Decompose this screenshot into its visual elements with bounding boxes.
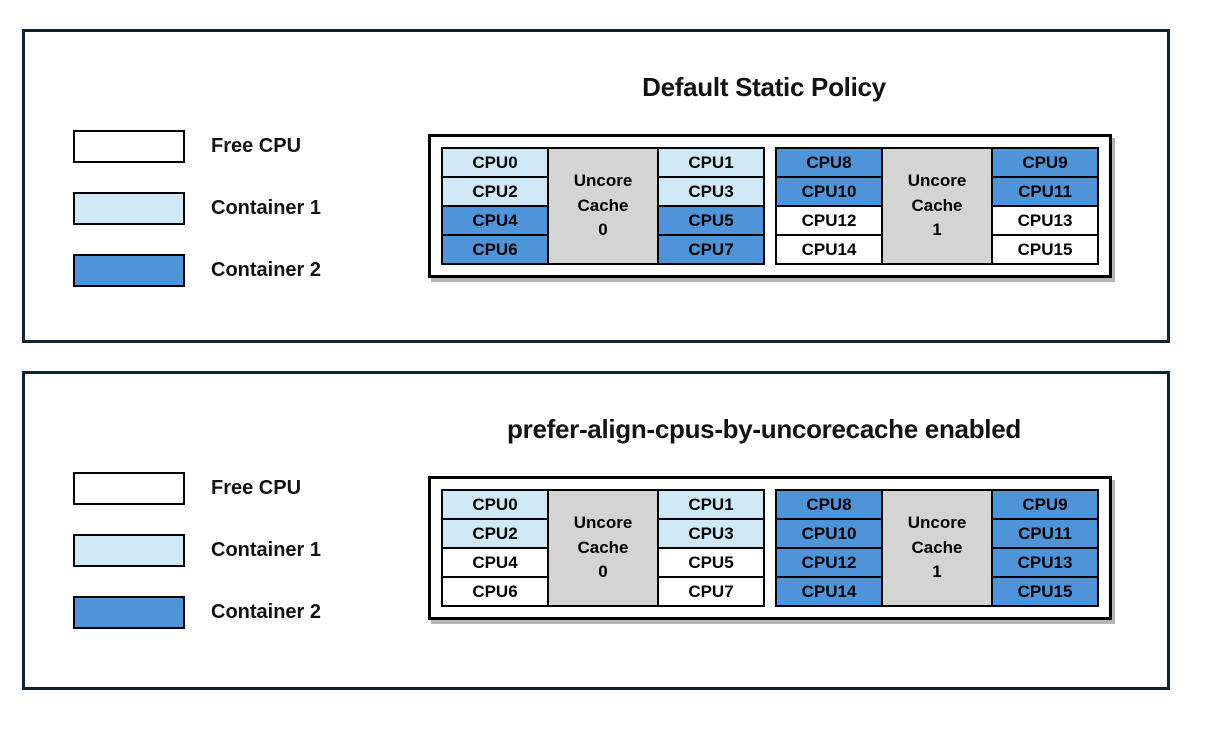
legend-item: Container 2 [73, 596, 321, 629]
cpu-cell-cpu15: CPU15 [993, 236, 1097, 263]
panel-title: Default Static Policy [642, 72, 886, 102]
cpu-cell-cpu0: CPU0 [443, 491, 547, 518]
uncore-cache-label-line: 0 [598, 220, 608, 240]
legend-label: Container 1 [211, 539, 322, 561]
legend-item: Container 1 [73, 192, 321, 225]
uncore-cache-label-line: Uncore [573, 513, 633, 533]
legend-label: Free CPU [211, 135, 302, 157]
cpu-cell-cpu7: CPU7 [659, 578, 763, 605]
legend-label: Container 2 [211, 601, 322, 623]
legend-swatch-container1 [73, 192, 185, 225]
cpu-cell-cpu1: CPU1 [659, 491, 763, 518]
cpu-cell-cpu6: CPU6 [443, 578, 547, 605]
uncore-cache-label-line: Uncore [907, 513, 967, 533]
uncore-cache-label-line: Cache [911, 195, 963, 215]
legend-swatch-free [73, 130, 185, 163]
panel-title: prefer-align-cpus-by-uncorecache enabled [507, 414, 1021, 444]
cpu-cell-cpu8: CPU8 [777, 491, 881, 518]
legend-item: Container 2 [73, 254, 321, 287]
cpu-cell-cpu10: CPU10 [777, 520, 881, 547]
cpu-cell-cpu11: CPU11 [993, 178, 1097, 205]
uncore-cache-label-line: 1 [932, 562, 942, 582]
legend: Free CPU Container 1 Container 2 [73, 472, 321, 658]
cpu-cell-cpu15: CPU15 [993, 578, 1097, 605]
cpu-cell-cpu4: CPU4 [443, 207, 547, 234]
legend: Free CPU Container 1 Container 2 [73, 130, 321, 316]
uncore-cache-label-line: Uncore [907, 171, 967, 191]
cpu-cell-cpu12: CPU12 [777, 549, 881, 576]
cpu-cell-cpu6: CPU6 [443, 236, 547, 263]
cpu-cell-cpu12: CPU12 [777, 207, 881, 234]
cpu-cell-cpu5: CPU5 [659, 207, 763, 234]
panel-default-static-policy: Default Static Policy Free CPU Container … [22, 29, 1170, 343]
uncore-cache-label-line: Cache [577, 195, 629, 215]
cpu-cell-cpu2: CPU2 [443, 520, 547, 547]
legend-label: Container 1 [211, 197, 322, 219]
legend-item: Free CPU [73, 130, 321, 163]
uncore-cache-label-line: 0 [598, 562, 608, 582]
cpu-cell-cpu8: CPU8 [777, 149, 881, 176]
cpu-cell-cpu10: CPU10 [777, 178, 881, 205]
cpu-cell-cpu2: CPU2 [443, 178, 547, 205]
legend-label: Container 2 [211, 259, 322, 281]
cpu-cell-cpu3: CPU3 [659, 520, 763, 547]
cpu-cell-cpu3: CPU3 [659, 178, 763, 205]
legend-item: Container 1 [73, 534, 321, 567]
cpu-cell-cpu4: CPU4 [443, 549, 547, 576]
uncore-cache-label-line: Cache [577, 537, 629, 557]
cpu-cell-cpu0: CPU0 [443, 149, 547, 176]
legend-item: Free CPU [73, 472, 321, 505]
legend-swatch-free [73, 472, 185, 505]
uncore-cache-label-line: Uncore [573, 171, 633, 191]
uncore-cache-label-line: Cache [911, 537, 963, 557]
cpu-cell-cpu11: CPU11 [993, 520, 1097, 547]
legend-label: Free CPU [211, 477, 302, 499]
legend-swatch-container1 [73, 534, 185, 567]
cpu-cell-cpu1: CPU1 [659, 149, 763, 176]
cpu-cell-cpu9: CPU9 [993, 149, 1097, 176]
cpu-cell-cpu14: CPU14 [777, 578, 881, 605]
cpu-cell-cpu7: CPU7 [659, 236, 763, 263]
cpu-cell-cpu13: CPU13 [993, 207, 1097, 234]
uncore-cache-label-line: 1 [932, 220, 942, 240]
panel-prefer-align-uncorecache: prefer-align-cpus-by-uncorecache enabled… [22, 371, 1170, 690]
cpu-cell-cpu9: CPU9 [993, 491, 1097, 518]
legend-swatch-container2 [73, 596, 185, 629]
cpu-cell-cpu13: CPU13 [993, 549, 1097, 576]
legend-swatch-container2 [73, 254, 185, 287]
cpu-cell-cpu5: CPU5 [659, 549, 763, 576]
cpu-cell-cpu14: CPU14 [777, 236, 881, 263]
